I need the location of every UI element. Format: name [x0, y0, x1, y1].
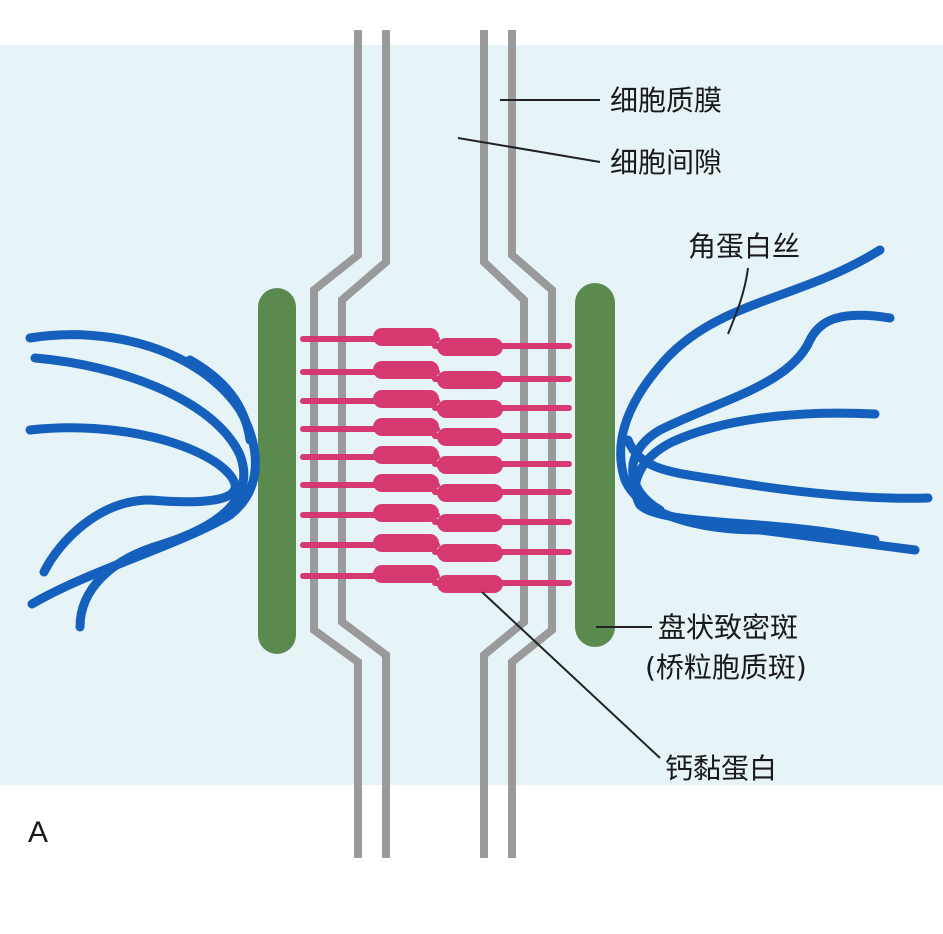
- cadherin-head: [373, 474, 439, 492]
- keratin-filament: [30, 353, 249, 632]
- label-keratin-filament: 角蛋白丝: [688, 230, 800, 263]
- label-cell-membrane: 细胞质膜: [610, 84, 722, 117]
- cadherin-head: [437, 428, 503, 446]
- intercellular-space-leader: [457, 137, 601, 163]
- label-dense-plaque: 盘状致密斑: [658, 611, 798, 644]
- label-dense-plaque-alt: (桥粒胞质斑): [645, 651, 807, 684]
- cadherin-head: [437, 338, 503, 356]
- cadherin-head: [437, 484, 503, 502]
- cadherin-head: [437, 371, 503, 389]
- cadherin-head: [373, 418, 439, 436]
- leader-lines: [457, 99, 749, 759]
- keratin-filament: [25, 423, 240, 577]
- left-membrane-inner: [338, 30, 390, 858]
- cadherin-head: [373, 328, 439, 346]
- keratin-filaments-left: [25, 330, 260, 632]
- keratin-leader: [727, 267, 749, 335]
- cadherin-head: [373, 446, 439, 464]
- keratin-filament: [628, 310, 895, 515]
- keratin-filaments-right: [616, 245, 933, 555]
- keratin-filament: [631, 408, 880, 545]
- label-cadherin: 钙黏蛋白: [665, 752, 777, 785]
- right-membrane-outer: [508, 30, 556, 858]
- cadherin-head: [437, 575, 503, 593]
- left-dense-plaque: [258, 288, 296, 654]
- cadherin-head: [373, 390, 439, 408]
- panel-letter: A: [28, 816, 48, 849]
- keratin-filament: [185, 355, 255, 445]
- label-intercellular-space: 细胞间隙: [610, 146, 722, 179]
- cadherin-head: [437, 456, 503, 474]
- cadherin-head: [373, 534, 439, 552]
- cadherin-head: [373, 565, 439, 583]
- cadherin-head: [437, 514, 503, 532]
- right-dense-plaque: [575, 283, 615, 647]
- cadherin-molecules: [300, 328, 572, 593]
- cadherin-head: [437, 400, 503, 418]
- cadherin-head: [437, 544, 503, 562]
- cadherin-head: [373, 361, 439, 379]
- keratin-filament: [623, 435, 933, 503]
- cadherin-head: [373, 504, 439, 522]
- cadherin-leader: [481, 591, 661, 759]
